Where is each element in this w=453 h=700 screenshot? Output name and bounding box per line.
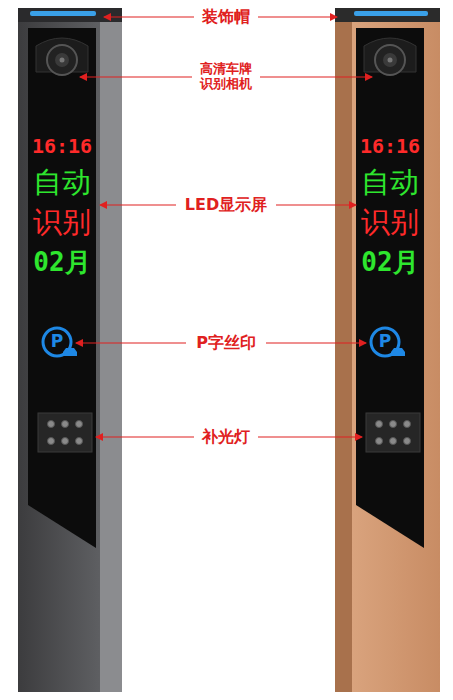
leader-lines <box>76 17 372 437</box>
p-logo-letter: P <box>379 332 391 352</box>
dark-pillar <box>18 8 122 692</box>
led-text: 02月 <box>361 248 418 278</box>
part-name: 装饰帽 <box>202 8 250 26</box>
p-logo-letter: P <box>51 332 63 352</box>
led-time: 16:16 <box>32 135 92 158</box>
part-name: LED显示屏 <box>185 196 267 214</box>
copper-pillar <box>335 8 440 692</box>
part-name: 高清车牌 识别相机 <box>196 62 256 92</box>
led-text: 自动 <box>361 166 419 199</box>
led-text: 自动 <box>33 166 91 199</box>
led-text: 02月 <box>33 248 90 278</box>
led-text: 识别 <box>33 206 91 239</box>
part-name: 补光灯 <box>202 428 250 446</box>
part-name: P字丝印 <box>196 334 256 352</box>
led-text: 识别 <box>361 206 419 239</box>
led-time: 16:16 <box>360 135 420 158</box>
